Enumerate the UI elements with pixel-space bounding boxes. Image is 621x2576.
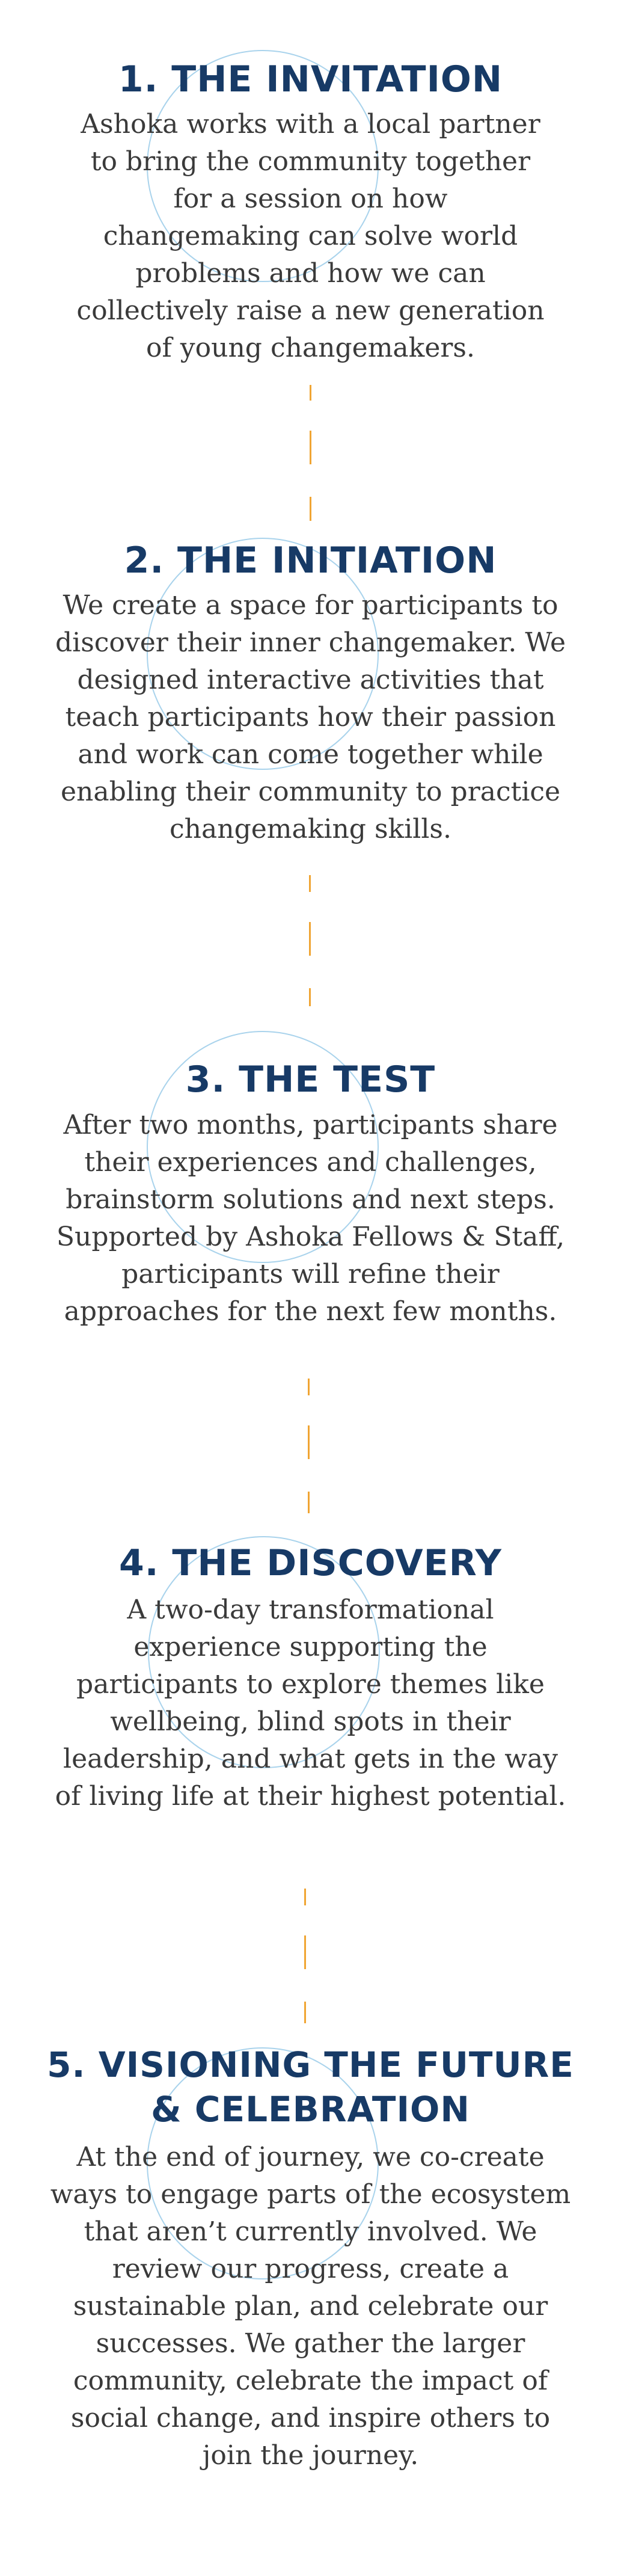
step-description: Ashoka works with a local partner to bri… [76,109,545,363]
step-description: A two-day transformational experience su… [55,1594,566,1812]
step-description: After two months, participants share the… [56,1110,565,1327]
step-description: We create a space for participants to di… [55,590,566,844]
step-circle [147,1031,379,1263]
step-title: 3. THE TEST [185,1059,436,1101]
step-title: 1. THE INVITATION [118,58,503,100]
step-description: At the end of journey, we co-create ways… [50,2142,571,2471]
step-title: 4. THE DISCOVERY [118,1542,502,1584]
step-circle [147,50,379,282]
step-circle [148,1536,380,1768]
step-circle [147,538,379,770]
step-title: 2. THE INITIATION [124,539,497,582]
step-circle [147,2047,379,2279]
step-title: 5. VISIONING THE FUTURE & CELEBRATION [47,2044,574,2130]
